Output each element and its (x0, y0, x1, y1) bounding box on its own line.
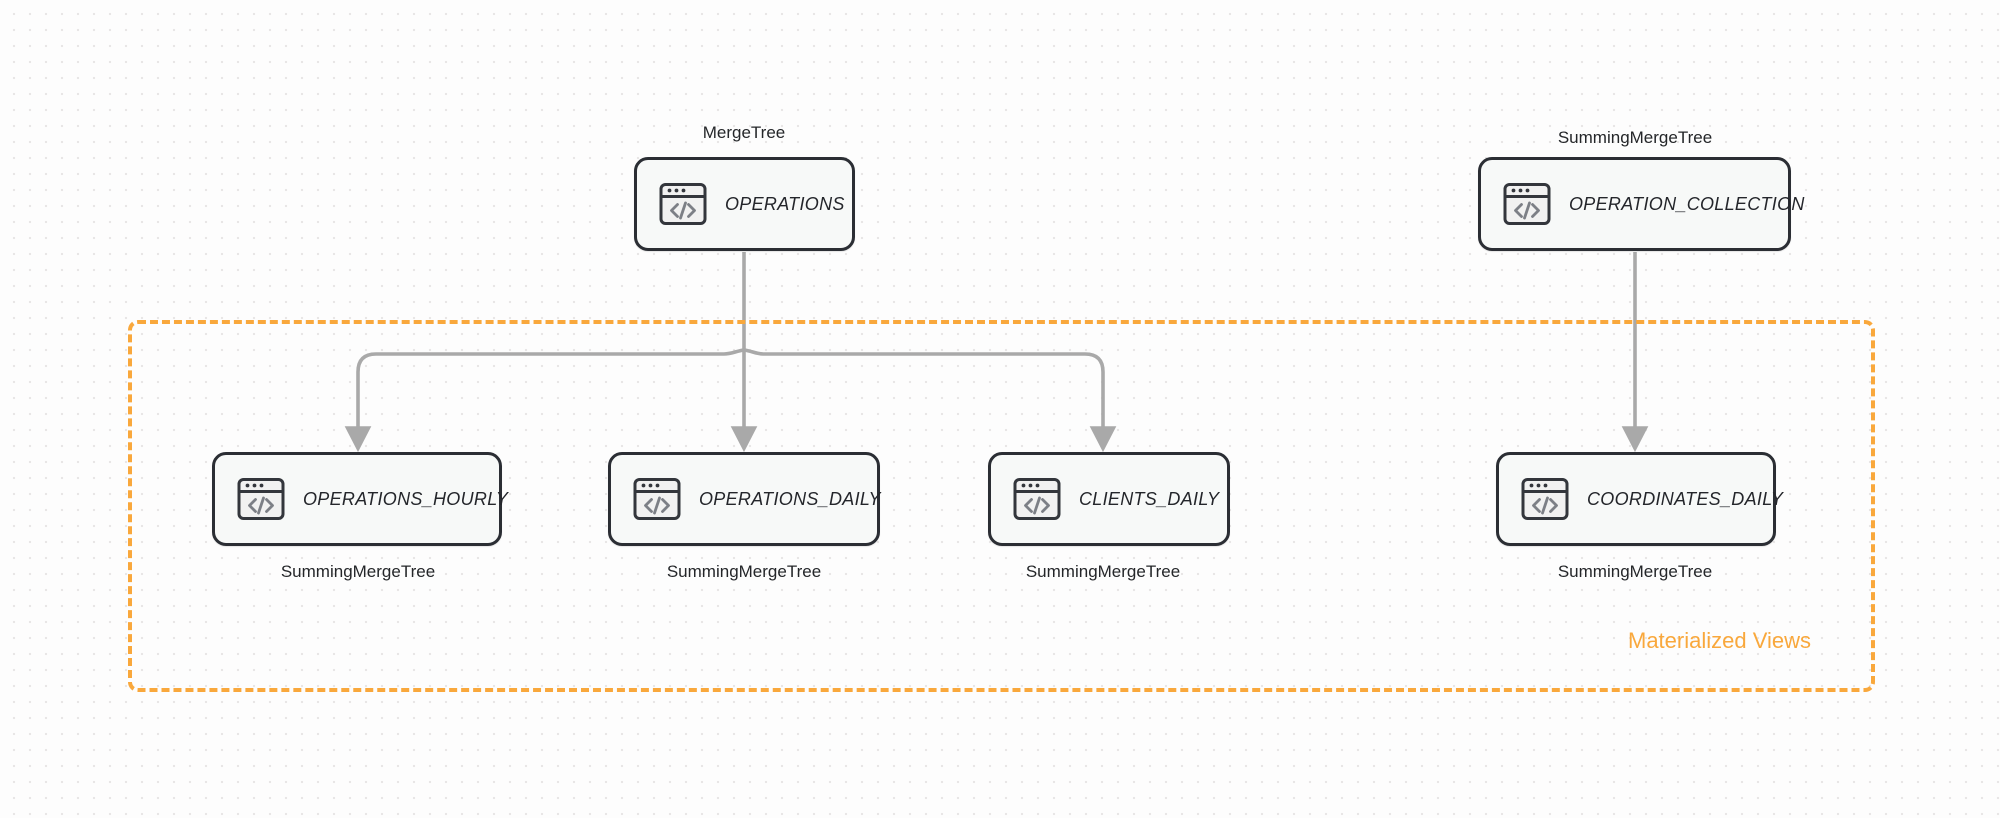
node-label-operations-daily: OPERATIONS_DAILY (699, 488, 881, 509)
node-operations-hourly[interactable]: OPERATIONS_HOURLY (212, 452, 508, 546)
node-operations[interactable]: OPERATIONS (634, 157, 855, 251)
code-window-icon (237, 478, 285, 520)
node-coordinates-daily[interactable]: COORDINATES_DAILY (1496, 452, 1783, 546)
code-window-icon (659, 183, 707, 225)
code-window-icon (1503, 183, 1551, 225)
engine-caption-operations-daily: SummingMergeTree (666, 562, 822, 581)
engine-caption-operations-hourly: SummingMergeTree (280, 562, 436, 581)
node-operations-daily[interactable]: OPERATIONS_DAILY (608, 452, 881, 546)
node-clients-daily[interactable]: CLIENTS_DAILY (988, 452, 1230, 546)
node-label-operations-hourly: OPERATIONS_HOURLY (303, 488, 509, 509)
node-operation-collection[interactable]: OPERATION_COLLECTION (1478, 157, 1804, 251)
code-window-icon (633, 478, 681, 520)
engine-caption-operations: MergeTree (702, 123, 786, 142)
node-label-coordinates-daily: COORDINATES_DAILY (1587, 488, 1784, 509)
node-label-operations: OPERATIONS (725, 193, 845, 214)
materialized-views-group (128, 320, 1875, 692)
engine-caption-operation-collection: SummingMergeTree (1557, 128, 1713, 147)
code-window-icon (1013, 478, 1061, 520)
code-window-icon (1521, 478, 1569, 520)
node-label-operation-collection: OPERATION_COLLECTION (1569, 193, 1805, 214)
materialized-views-group-label: Materialized Views (1628, 628, 1812, 653)
engine-caption-clients-daily: SummingMergeTree (1025, 562, 1181, 581)
engine-caption-coordinates-daily: SummingMergeTree (1557, 562, 1713, 581)
node-label-clients-daily: CLIENTS_DAILY (1079, 488, 1220, 509)
